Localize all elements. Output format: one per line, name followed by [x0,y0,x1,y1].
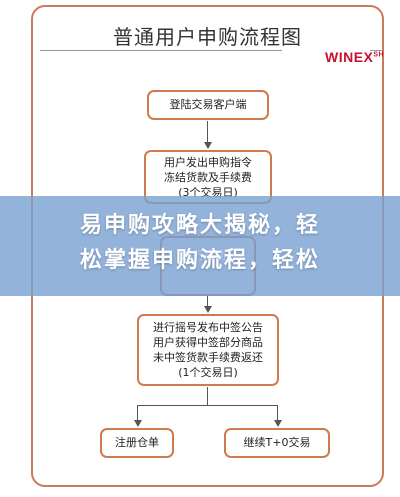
connector-left [137,405,138,422]
branch-continue-trading: 继续T+0交易 [224,428,330,458]
step-lottery-line1: 进行摇号发布中签公告 [153,321,263,334]
winex-logo: WINEXSH [325,49,384,65]
step-subscribe-line2: 冻结货款及手续费 [164,171,252,184]
step-lottery-line4: (1个交易日) [178,366,238,379]
arrow-left [134,420,142,427]
branch-register-label: 注册仓单 [115,436,159,449]
banner-text: 易申购攻略大揭秘，轻 松掌握申购流程，轻松 [0,208,400,278]
step-issue-success-partial-label: 发行成功 [182,249,226,262]
logo-superscript: SH [373,51,385,59]
title-divider-right [370,50,382,51]
arrow-2 [204,306,212,313]
connector-3 [207,387,208,405]
step-lottery-line3: 未中签货款手续费返还 [153,351,263,364]
promo-banner: 易申购攻略大揭秘，轻 松掌握申购流程，轻松 [0,196,400,296]
step-lottery-line2: 用户获得中签部分商品 [153,336,263,349]
step-lottery-announcement: 进行摇号发布中签公告 用户获得中签部分商品 未中签货款手续费返还 (1个交易日) [137,314,279,386]
step-login-label: 登陆交易客户端 [169,98,247,111]
branch-continue-label: 继续T+0交易 [243,436,311,449]
connector-right [277,405,278,422]
connector-2 [207,296,208,308]
step-login: 登陆交易客户端 [147,90,269,120]
step-subscribe-line3: (3个交易日) [178,186,238,199]
step-subscribe-line1: 用户发出申购指令 [164,156,252,169]
title-divider [40,50,282,51]
step-subscribe-order: 用户发出申购指令 冻结货款及手续费 (3个交易日) [144,150,272,204]
connector-1 [207,121,208,143]
branch-register-warehouse-receipt: 注册仓单 [100,428,174,458]
arrow-right [274,420,282,427]
banner-line-1: 易申购攻略大揭秘，轻 [79,213,320,238]
branch-line [137,405,277,406]
arrow-1 [204,142,212,149]
diagram-title: 普通用户申购流程图 [113,25,302,49]
logo-text: WINEX [325,49,374,65]
banner-line-2: 松掌握申购流程，轻松 [79,248,320,273]
